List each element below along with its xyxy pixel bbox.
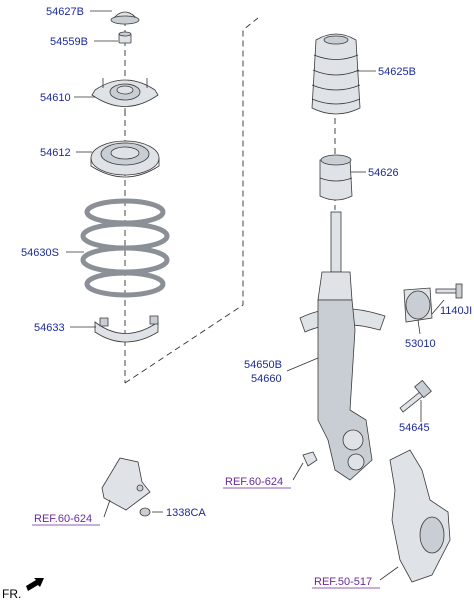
front-direction-indicator: FR. bbox=[2, 578, 44, 601]
label-54645: 54645 bbox=[399, 422, 430, 434]
label-54610: 54610 bbox=[40, 92, 71, 104]
bump-stopper-part bbox=[319, 154, 353, 201]
bearing-part bbox=[90, 140, 160, 178]
reference-labels: REF.60-624 REF.60-624 REF.50-517 bbox=[32, 476, 380, 589]
bracket-part bbox=[101, 457, 151, 511]
top-cap-part bbox=[110, 11, 140, 25]
part-labels: 54627B 54559B 54610 54612 54630S 54633 5… bbox=[21, 6, 472, 519]
label-54559b: 54559B bbox=[50, 36, 88, 48]
leader-lines bbox=[66, 10, 445, 581]
label-54633: 54633 bbox=[34, 322, 65, 334]
ref-60-624-lower: REF.60-624 bbox=[34, 513, 92, 525]
lower-pad-part bbox=[94, 315, 159, 343]
label-54627b: 54627B bbox=[46, 6, 84, 18]
label-1338ca: 1338CA bbox=[166, 507, 206, 519]
label-54625b: 54625B bbox=[378, 66, 416, 78]
label-54612: 54612 bbox=[40, 147, 71, 159]
steering-knuckle-part bbox=[389, 449, 451, 583]
bolt-54645-part bbox=[399, 379, 432, 413]
coil-spring-part bbox=[80, 198, 170, 298]
label-54650b: 54650B bbox=[244, 359, 282, 371]
label-54660: 54660 bbox=[251, 373, 282, 385]
label-1140ji: 1140JI bbox=[440, 305, 472, 317]
label-53010: 53010 bbox=[405, 338, 436, 350]
label-54630s: 54630S bbox=[21, 247, 59, 259]
label-54626: 54626 bbox=[368, 167, 399, 179]
dust-cover-part bbox=[311, 33, 361, 115]
front-arrow-icon bbox=[26, 578, 44, 591]
strut-assembly-part bbox=[299, 211, 386, 481]
small-nut-part bbox=[302, 451, 318, 467]
nut-1338-part bbox=[139, 507, 151, 517]
bushing-part bbox=[403, 287, 433, 323]
nut-part bbox=[118, 31, 132, 44]
ref-50-517: REF.50-517 bbox=[314, 576, 372, 588]
bolt-1140-part bbox=[435, 283, 463, 299]
upper-mount-part bbox=[91, 78, 159, 116]
front-label: FR. bbox=[2, 587, 21, 601]
ref-60-624-upper: REF.60-624 bbox=[225, 476, 283, 488]
